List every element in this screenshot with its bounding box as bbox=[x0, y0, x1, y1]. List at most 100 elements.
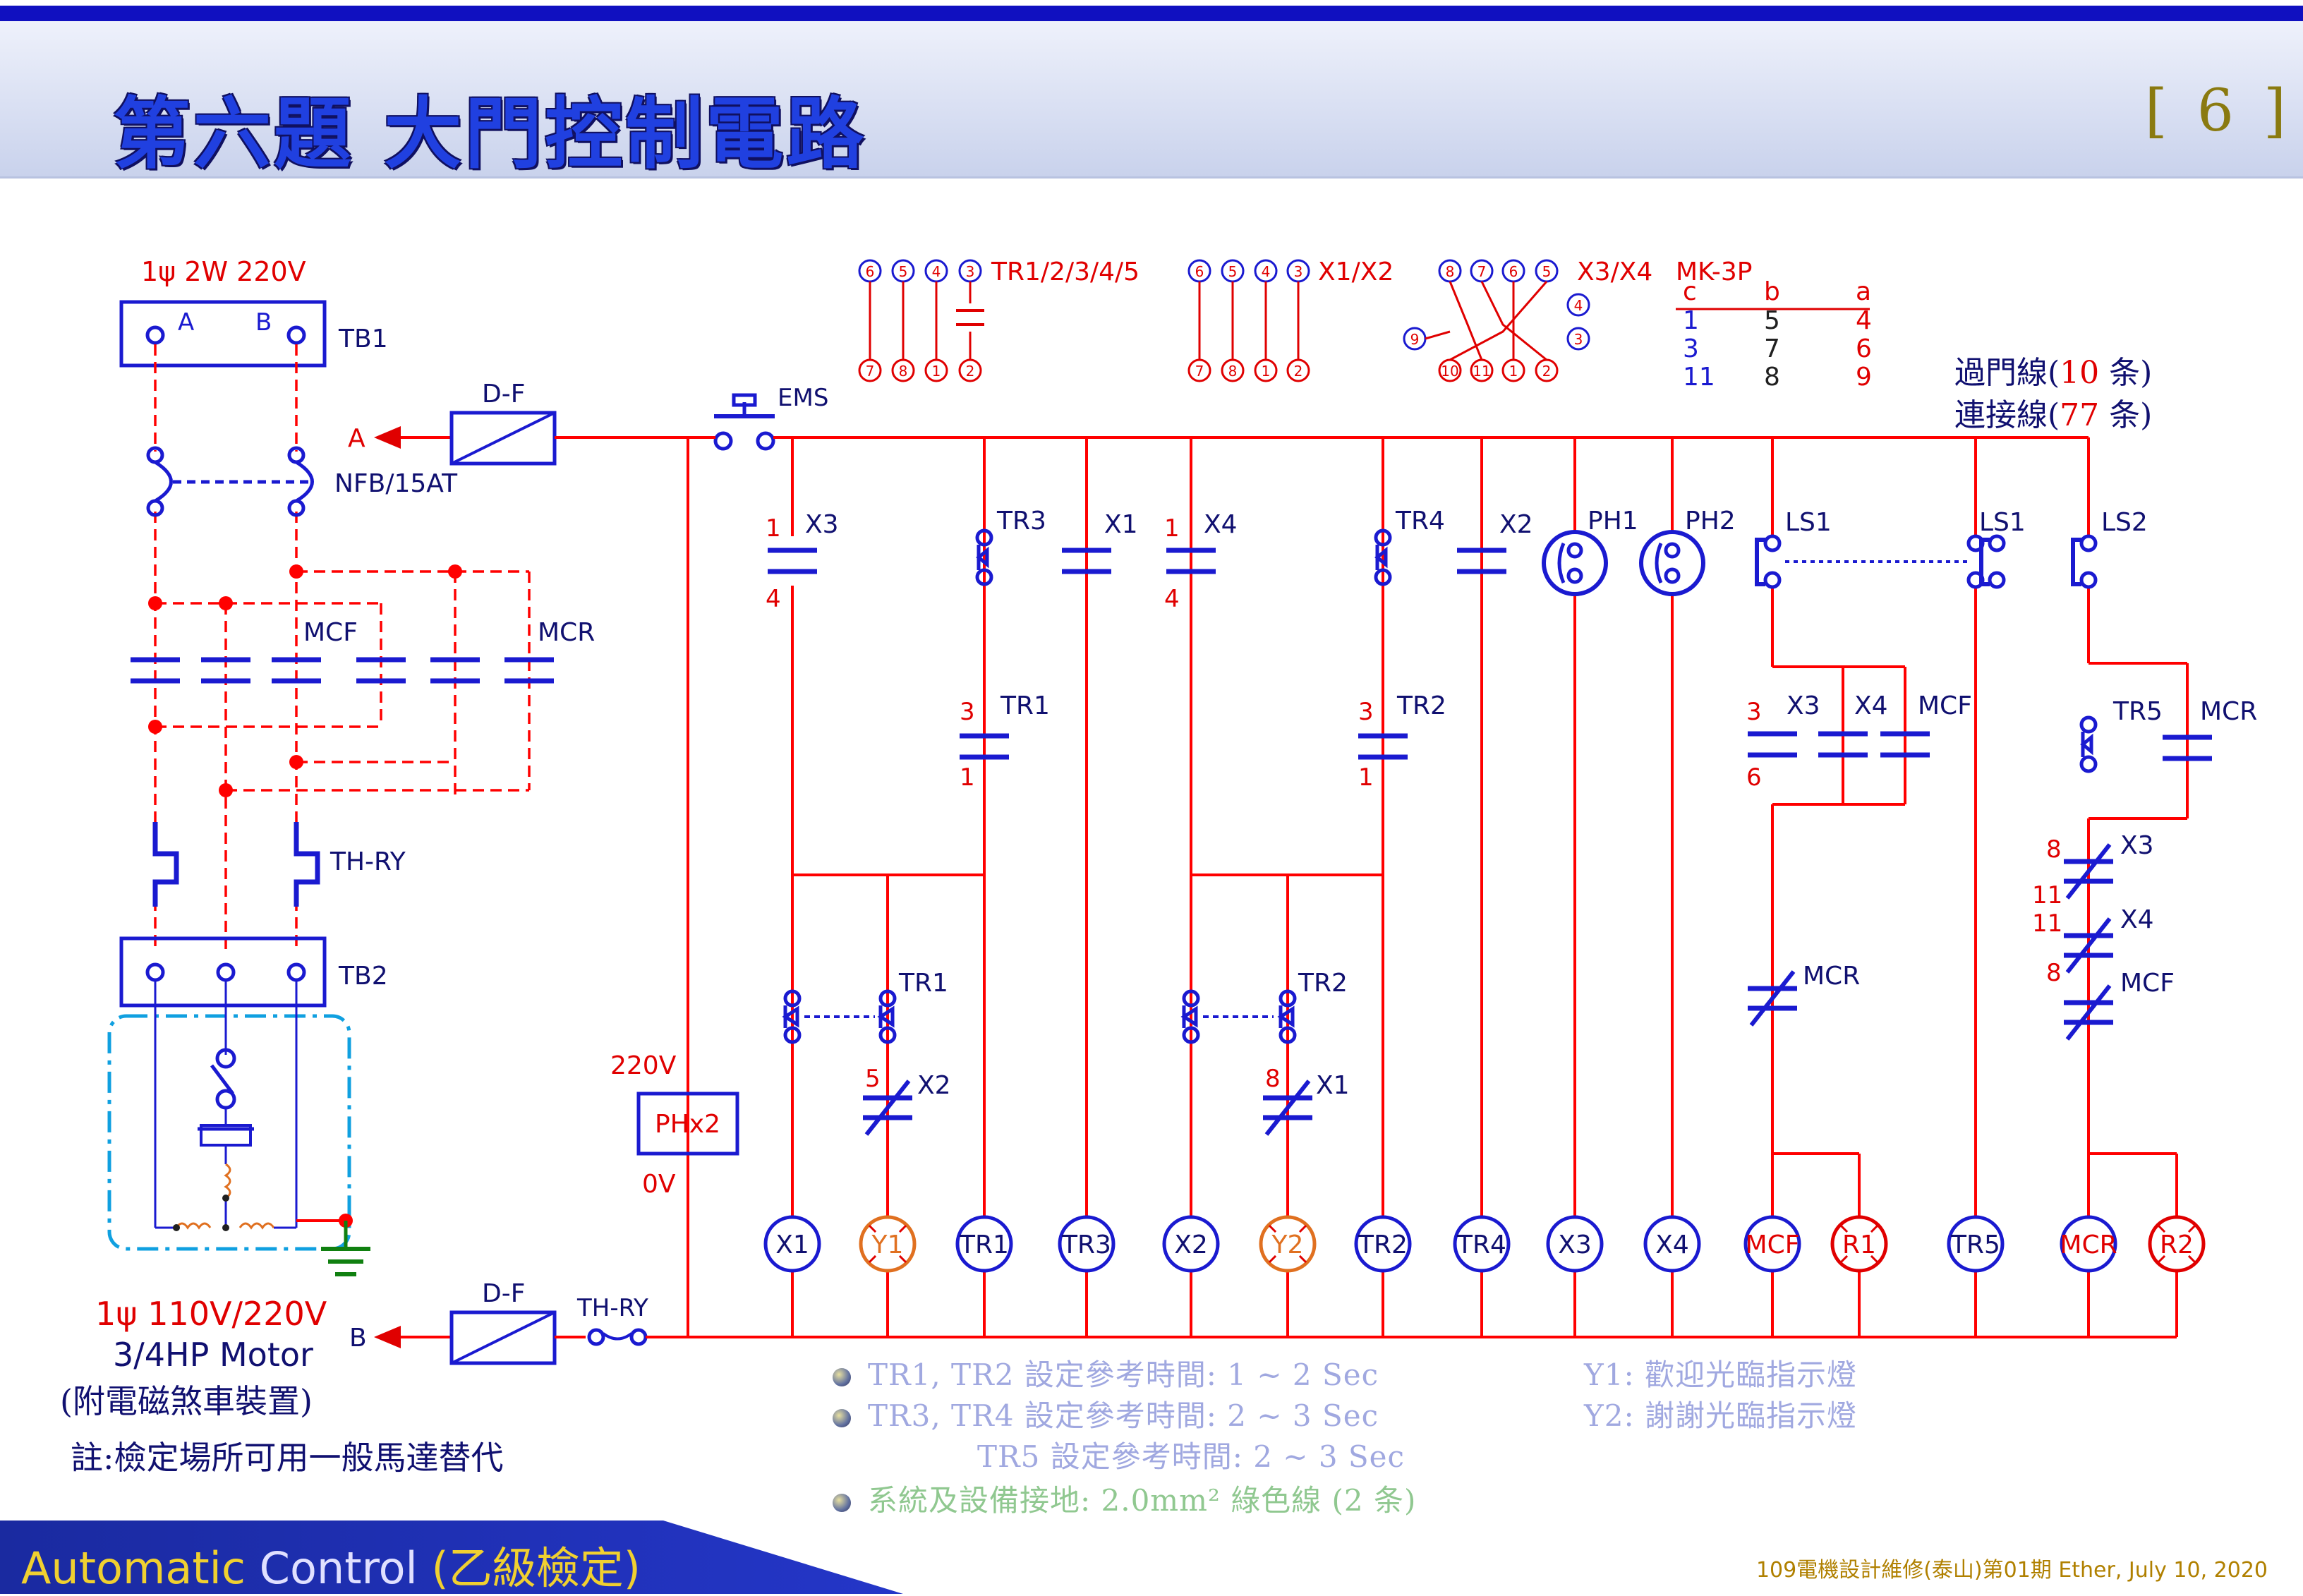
motor-box bbox=[107, 1014, 351, 1251]
lamp-center bbox=[1271, 1227, 1305, 1261]
contact-label: LS1 bbox=[1979, 508, 2026, 537]
table-cell: 8 bbox=[1764, 363, 1780, 392]
pin-wire bbox=[1198, 282, 1300, 360]
table-cell: 7 bbox=[1764, 334, 1780, 363]
pin-number: 3 bbox=[1358, 698, 1374, 726]
timer-contact bbox=[2079, 755, 2098, 773]
pin-label: 2 bbox=[1294, 363, 1303, 380]
lamp-center bbox=[2160, 1227, 2194, 1261]
table-cell: 6 bbox=[1856, 334, 1872, 363]
wire-count-door: 過門線(10 条) bbox=[1954, 355, 2153, 391]
pin-number: 11 bbox=[2032, 909, 2062, 938]
contact-label: TR1 bbox=[1000, 691, 1050, 720]
limit-switch bbox=[1988, 534, 2006, 552]
contact-label: X4 bbox=[1854, 691, 1888, 720]
photo-sensor bbox=[1557, 543, 1566, 584]
contact-label: X4 bbox=[1204, 510, 1238, 539]
pin-label: 4 bbox=[1262, 263, 1271, 280]
note-tr12: TR1, TR2 設定參考時間: 1 ~ 2 Sec bbox=[833, 1351, 1379, 1394]
pin-label: 3 bbox=[1294, 263, 1303, 280]
limit-switch bbox=[2079, 571, 2098, 589]
photo-sensor bbox=[1664, 567, 1681, 584]
motor-voltage: 1ψ 110V/220V bbox=[95, 1295, 327, 1333]
page-number: [ 6 ] bbox=[2144, 78, 2292, 145]
pin-label: 1 bbox=[1509, 363, 1518, 380]
pin-circle bbox=[1566, 327, 1590, 351]
contact-label: TR5 bbox=[2112, 697, 2163, 726]
title-bar bbox=[0, 21, 2303, 179]
motor-rating: 3/4HP Motor bbox=[113, 1336, 313, 1374]
contact-label: X1 bbox=[1316, 1071, 1350, 1100]
timer-contact bbox=[2079, 715, 2098, 734]
lamp-center bbox=[871, 1227, 905, 1261]
pin-wire bbox=[869, 282, 972, 360]
lamp-label: Y1 bbox=[871, 1231, 904, 1259]
table-header: c bbox=[1683, 277, 1697, 306]
page-title: 第六題 大門控制電路 bbox=[113, 89, 867, 179]
pin-number: 8 bbox=[2046, 959, 2062, 987]
timer-contact bbox=[1180, 1005, 1198, 1028]
pin-number: 4 bbox=[1164, 585, 1180, 613]
nc-contact bbox=[1749, 970, 1796, 1027]
table-cell: 11 bbox=[1683, 363, 1715, 392]
table-header: b bbox=[1764, 277, 1780, 306]
pin-label: 1 bbox=[1262, 363, 1271, 380]
contact-label: X3 bbox=[1787, 691, 1820, 720]
contact-label: MCF bbox=[2120, 969, 2175, 998]
photo-sensor bbox=[1655, 543, 1663, 584]
timer-contact bbox=[783, 1026, 802, 1044]
pin-label: 3 bbox=[966, 263, 975, 280]
photo-sensor bbox=[1566, 542, 1583, 559]
table-cell: 9 bbox=[1856, 363, 1872, 392]
pin-label: 7 bbox=[1477, 263, 1487, 280]
pin-label: 6 bbox=[1195, 263, 1204, 280]
timer-contact bbox=[1182, 989, 1200, 1008]
contact-label: X3 bbox=[805, 510, 839, 539]
table-cell: 3 bbox=[1683, 334, 1699, 363]
coil-mcr bbox=[2060, 1215, 2117, 1273]
nc-contact bbox=[2065, 984, 2112, 1041]
contact-label: TR1 bbox=[898, 969, 948, 998]
timer-contact bbox=[1182, 1026, 1200, 1044]
pin-label: 2 bbox=[1542, 363, 1552, 380]
pin-circle bbox=[1566, 293, 1590, 317]
contact-label: MCR bbox=[2200, 697, 2257, 726]
limit-switch bbox=[1966, 534, 1985, 552]
coil-label: X1 bbox=[775, 1231, 809, 1259]
timer-contact bbox=[1374, 545, 1388, 570]
supply-label: 1ψ 2W 220V bbox=[141, 256, 306, 287]
pin-label: 1 bbox=[932, 363, 941, 380]
timer-contact bbox=[2080, 732, 2093, 757]
pin-label: 5 bbox=[899, 263, 908, 280]
timer-contact bbox=[878, 989, 897, 1008]
control-circuit: A D-F B D-F TH-RY EMS PHx2 220V bbox=[348, 380, 2257, 1365]
ems-label: EMS bbox=[778, 384, 828, 412]
pin-number: 5 bbox=[865, 1065, 881, 1093]
phx2-label: PHx2 bbox=[655, 1110, 720, 1139]
pin-label: 11 bbox=[1473, 363, 1490, 380]
legend-title: TR1/2/3/4/5 bbox=[991, 258, 1140, 286]
table-header: a bbox=[1856, 277, 1871, 306]
pin-label: 10 bbox=[1441, 363, 1458, 380]
top-bar bbox=[0, 6, 2303, 21]
terminal-b-arrow: B bbox=[349, 1324, 367, 1353]
v0-label: 0V bbox=[642, 1170, 676, 1199]
lamp-label: R1 bbox=[1842, 1231, 1876, 1259]
contact-label: LS1 bbox=[1785, 508, 1832, 537]
pin-number: 8 bbox=[1265, 1065, 1281, 1093]
motor-note: 註:檢定場所可用一般馬達替代 bbox=[71, 1439, 504, 1477]
pin-number: 1 bbox=[766, 514, 781, 543]
timer-contact bbox=[783, 989, 802, 1008]
terminal-a: A bbox=[178, 308, 194, 337]
table-cell: 4 bbox=[1856, 306, 1872, 335]
photo-sensor bbox=[1639, 530, 1705, 596]
coil-x3 bbox=[1546, 1215, 1604, 1273]
pin-label: 8 bbox=[1446, 263, 1455, 280]
contact-label: X1 bbox=[1104, 510, 1138, 539]
terminal-a-arrow: A bbox=[348, 424, 365, 453]
coil-mcf bbox=[1743, 1215, 1801, 1273]
table-cell: 5 bbox=[1764, 306, 1780, 335]
coil-tr4 bbox=[1453, 1215, 1511, 1273]
tb2-label: TB2 bbox=[338, 962, 388, 991]
timer-contact bbox=[1374, 528, 1392, 547]
